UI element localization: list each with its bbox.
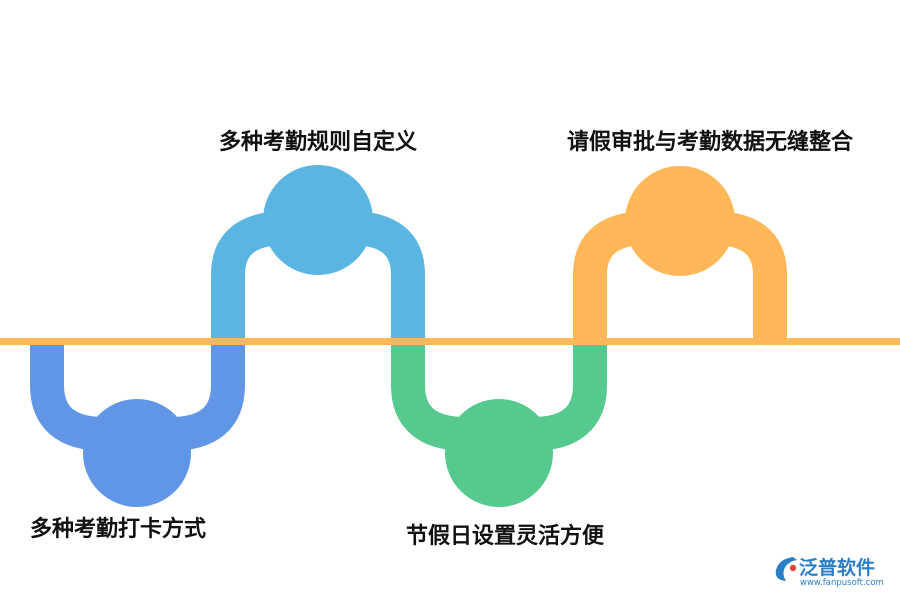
stage-2-node <box>263 165 373 275</box>
stage-4: 请假审批与考勤数据无缝整合 <box>567 129 854 342</box>
stage-2-label: 多种考勤规则自定义 <box>219 129 417 155</box>
logo-dot-icon <box>789 564 797 572</box>
stage-1-label: 多种考勤打卡方式 <box>30 516 206 542</box>
stage-3-label: 节假日设置灵活方便 <box>406 523 605 549</box>
logo-mark-icon <box>775 557 797 581</box>
stage-3-node <box>445 399 553 507</box>
stage-2: 多种考勤规则自定义 <box>211 129 425 342</box>
stage-1-node <box>83 399 191 507</box>
stage-3: 节假日设置灵活方便 <box>391 342 607 549</box>
stage-4-node <box>625 166 735 276</box>
logo-name: 泛普软件 <box>799 556 875 579</box>
stage-4-label: 请假审批与考勤数据无缝整合 <box>567 129 854 155</box>
logo-url: www.fanpusoft.com <box>800 578 884 588</box>
stage-1: 多种考勤打卡方式 <box>30 342 245 542</box>
watermark-logo: 泛普软件 www.fanpusoft.com <box>775 556 884 588</box>
axis-line <box>0 338 900 345</box>
